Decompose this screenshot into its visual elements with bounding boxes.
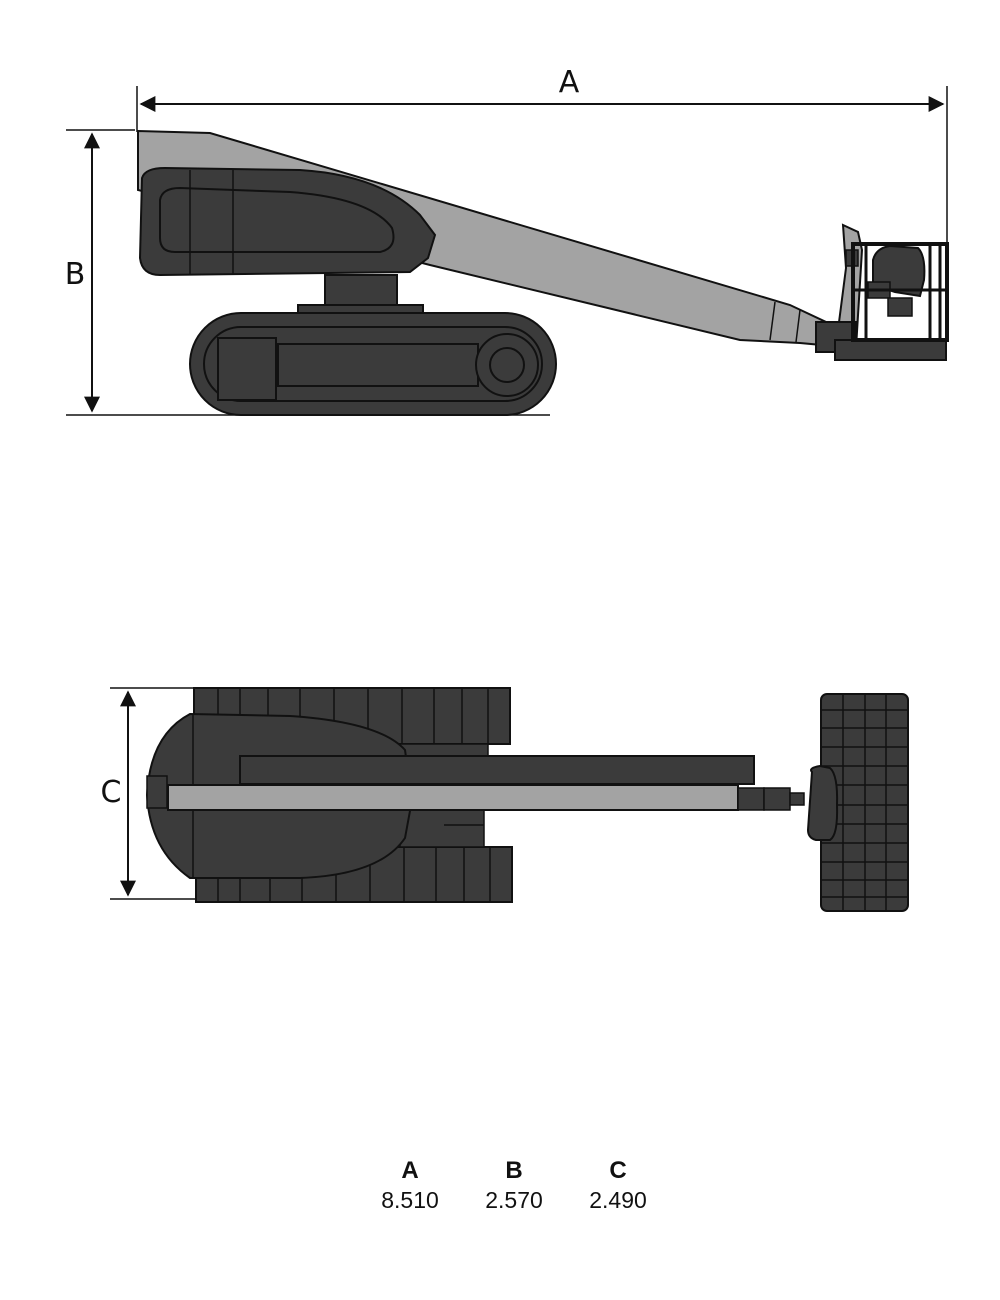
- table-header-a: A: [401, 1157, 418, 1184]
- turntable-body-side: [138, 166, 437, 277]
- table-header-c: C: [609, 1157, 626, 1184]
- slew-post: [324, 274, 398, 308]
- table-value-b: 2.570: [485, 1187, 543, 1213]
- table-value-c: 2.490: [589, 1187, 647, 1213]
- top-view: C: [101, 687, 909, 912]
- table-header-b: B: [505, 1157, 522, 1184]
- dimension-label-a: A: [559, 65, 580, 100]
- boom-top: [167, 784, 739, 811]
- table-value-a: 8.510: [381, 1187, 439, 1213]
- dimension-label-c: C: [101, 775, 122, 810]
- boom-top-upper: [239, 755, 755, 785]
- side-view: A B: [65, 65, 949, 416]
- basket-side: [815, 223, 949, 361]
- dimension-label-b: B: [65, 257, 86, 292]
- dimension-table: A B C 8.510 2.570 2.490: [381, 1157, 647, 1213]
